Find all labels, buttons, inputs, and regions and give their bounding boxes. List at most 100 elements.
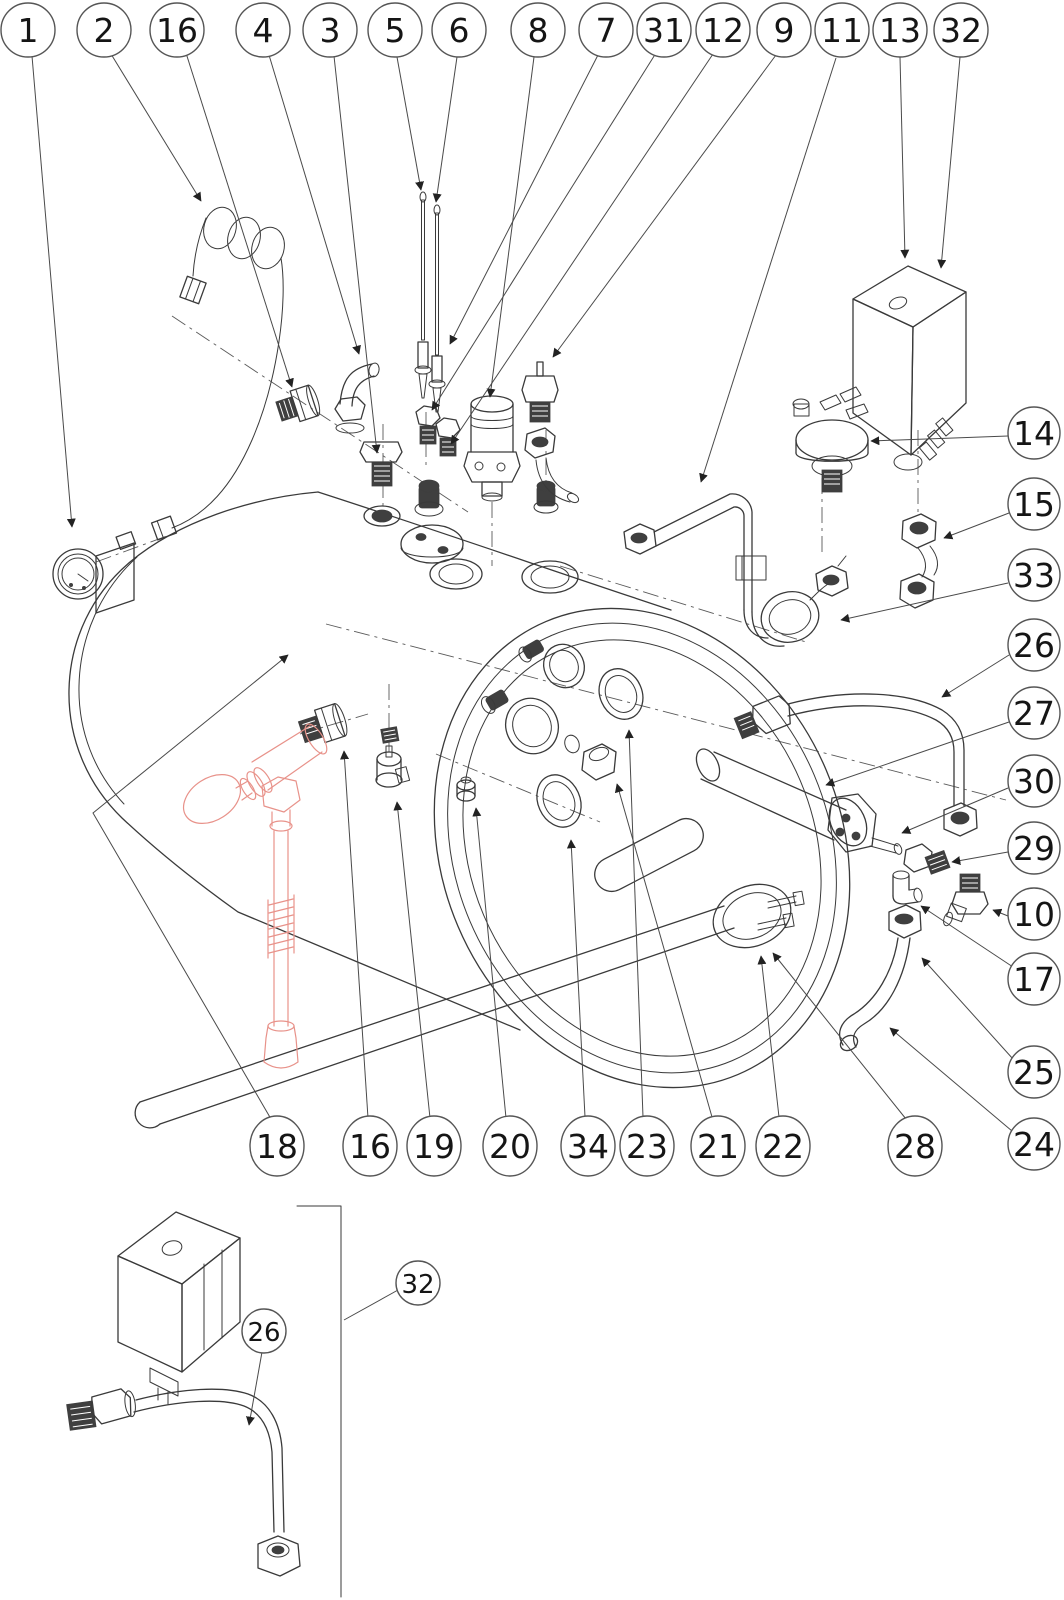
callout-label: 29 (1013, 829, 1055, 868)
callout-top-8: 8 (510, 2, 566, 58)
callout-label: 16 (156, 11, 198, 50)
elbow-fitting-4 (334, 362, 403, 487)
callout-top-9: 9 (756, 2, 812, 58)
callout-right-25: 25 (1007, 1045, 1061, 1099)
callout-bottom-34: 34 (560, 1115, 616, 1177)
elbow-10 (943, 873, 989, 927)
loop-pipe-33 (743, 555, 849, 647)
callout-top-6: 6 (431, 2, 487, 58)
fitting-9 (521, 361, 580, 504)
callout-label: 26 (247, 1318, 280, 1348)
fitting-16-top (275, 384, 321, 423)
steam-tap-red (182, 723, 328, 1069)
solenoid-coil-32 (117, 1211, 241, 1405)
pressure-gauge (52, 515, 178, 614)
callout-top-1: 1 (0, 2, 56, 58)
callout-label: 19 (413, 1127, 455, 1166)
callout-label: 28 (894, 1127, 936, 1166)
level-probes (414, 191, 446, 413)
center-lines (95, 315, 1007, 823)
inset-bracket (296, 1205, 342, 1598)
u-pipe-15 (899, 513, 938, 609)
callout-right-27: 27 (1007, 686, 1061, 740)
callout-top-7: 7 (578, 2, 634, 58)
callout-top-5: 5 (367, 2, 423, 58)
callout-bottom-23: 23 (619, 1115, 675, 1177)
callout-label: 1 (18, 11, 39, 50)
heat-exchanger-27 (695, 748, 903, 855)
heating-element (134, 817, 805, 1129)
callout-label: 2 (94, 11, 115, 50)
callout-label: 4 (253, 11, 274, 50)
elbow-17 (892, 870, 923, 905)
callout-right-17: 17 (1007, 952, 1061, 1006)
callout-bottom-19: 19 (406, 1115, 462, 1177)
callout-label: 24 (1013, 1125, 1055, 1164)
callout-top-12: 12 (695, 2, 751, 58)
callout-bottom-28: 28 (887, 1115, 943, 1177)
callout-top-2: 2 (76, 2, 132, 58)
callouts: 1 2 16 4 3 5 6 8 7 31 12 9 11 13 32 14 1… (0, 2, 1061, 1354)
callout-label: 17 (1013, 960, 1055, 999)
callout-right-33: 33 (1007, 548, 1061, 602)
pressure-switch (792, 386, 869, 493)
gasket-34 (536, 774, 582, 828)
callout-bottom-16: 16 (342, 1115, 398, 1177)
callout-label: 11 (821, 11, 863, 50)
relay-box (852, 265, 967, 471)
callout-label: 14 (1013, 414, 1055, 453)
callout-label: 5 (385, 11, 406, 50)
inset-pipe-26 (66, 1388, 301, 1577)
callout-right-24: 24 (1007, 1117, 1061, 1171)
callout-label: 22 (762, 1127, 804, 1166)
hex-plug-12 (435, 417, 461, 457)
callout-label: 32 (401, 1270, 434, 1300)
callout-label: 33 (1013, 556, 1055, 595)
hex-plug-31 (415, 405, 441, 445)
callout-label: 34 (567, 1127, 609, 1166)
gasket-23 (598, 668, 644, 720)
callout-right-29: 29 (1007, 821, 1061, 875)
callout-label: 8 (528, 11, 549, 50)
callout-bottom-22: 22 (755, 1115, 811, 1177)
callout-top-13: 13 (872, 2, 928, 58)
callout-bottom-18: 18 (249, 1115, 305, 1177)
fitting-16-bottom (297, 703, 348, 744)
callout-label: 13 (879, 11, 921, 50)
o-ring (564, 734, 580, 754)
callout-top-4: 4 (235, 2, 291, 58)
callout-label: 16 (349, 1127, 391, 1166)
callout-label: 21 (697, 1127, 739, 1166)
callout-label: 7 (596, 11, 617, 50)
callout-label: 10 (1013, 895, 1055, 934)
cap-20 (456, 776, 476, 802)
leader-lines (31, 52, 1014, 1426)
callout-bottom-20: 20 (482, 1115, 538, 1177)
boiler-ports (363, 479, 585, 755)
hose-25 (839, 904, 922, 1052)
callout-label: 27 (1013, 694, 1055, 733)
callout-label: 12 (702, 11, 744, 50)
callout-label: 20 (489, 1127, 531, 1166)
callout-inset-32: 32 (395, 1260, 441, 1306)
callout-right-30: 30 (1007, 754, 1061, 808)
callout-top-31: 31 (636, 2, 692, 58)
callout-top-11: 11 (814, 2, 870, 58)
callout-inset-26: 26 (241, 1308, 287, 1354)
callout-label: 30 (1013, 762, 1055, 801)
callout-right-10: 10 (1007, 887, 1061, 941)
callout-label: 6 (449, 11, 470, 50)
callout-label: 23 (626, 1127, 668, 1166)
vacuum-valve-19 (375, 726, 411, 788)
callout-label: 31 (643, 11, 685, 50)
callout-bottom-21: 21 (690, 1115, 746, 1177)
callout-label: 15 (1013, 485, 1055, 524)
callout-right-26: 26 (1007, 618, 1061, 672)
callout-label: 9 (774, 11, 795, 50)
capillary-coil (171, 206, 285, 529)
nipple-29 (903, 843, 951, 875)
callout-right-15: 15 (1007, 477, 1061, 531)
callout-label: 3 (320, 11, 341, 50)
